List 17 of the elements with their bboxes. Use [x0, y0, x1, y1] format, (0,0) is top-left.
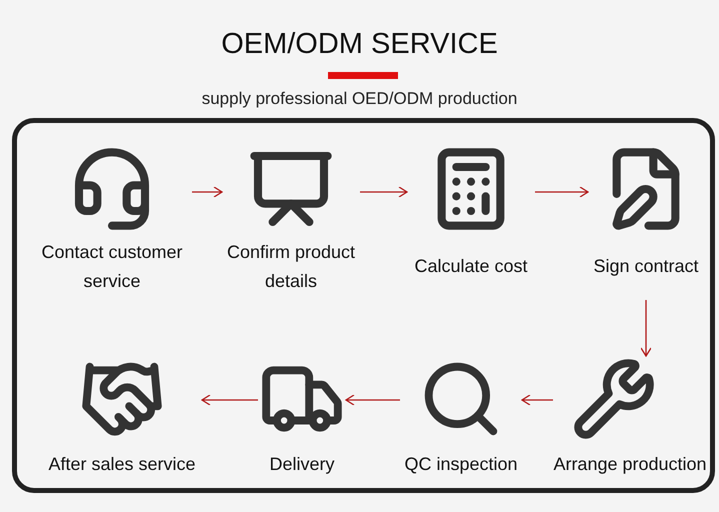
- step-label: Delivery: [268, 453, 336, 476]
- arrow: [345, 394, 400, 406]
- arrow: [640, 300, 652, 357]
- step-label: Sign contract: [592, 255, 700, 278]
- step-label: QC inspection: [403, 453, 519, 476]
- arrow: [521, 394, 553, 406]
- step-label: After sales service: [47, 453, 197, 476]
- step-label: Calculate cost: [413, 255, 529, 278]
- step-label: Confirm product details: [226, 240, 356, 292]
- arrow: [535, 186, 589, 198]
- step-label: Arrange production: [553, 453, 707, 476]
- arrow: [192, 186, 223, 198]
- title: OEM/ODM SERVICE: [220, 27, 499, 62]
- arrow: [360, 186, 408, 198]
- subtitle: supply professional OED/ODM production: [200, 88, 518, 110]
- arrow: [201, 394, 258, 406]
- step-label: Contact customer service: [40, 240, 184, 292]
